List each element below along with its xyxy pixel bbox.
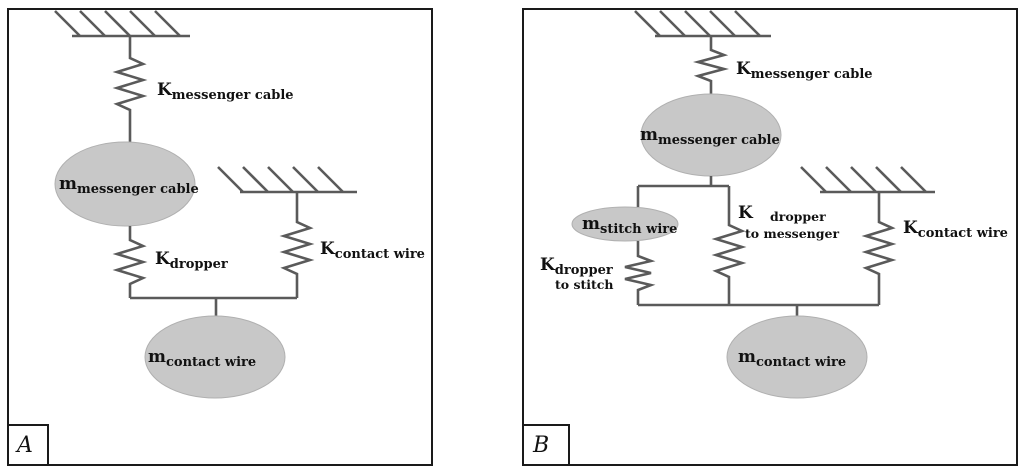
panel-a-tag: A	[15, 433, 33, 458]
panel-a-right-support	[217, 166, 357, 194]
panel-b-m-contact-label: mcontact wire	[738, 347, 846, 370]
panel-b-k-dropper-messenger-line2: to messenger	[745, 226, 839, 241]
panel-b-k-dropper-messenger-main: K	[738, 203, 754, 223]
panel-a-tag-box	[7, 424, 49, 466]
panel-a-contact-spring	[279, 192, 315, 298]
panel-b-m-stitch-label: mstitch wire	[582, 214, 677, 237]
panel-b-dropper-stitch-spring	[624, 241, 656, 305]
panel-b-k-messenger-label: Kmessenger cable	[736, 59, 873, 82]
panel-b-k-dropper-messenger-line1: dropper	[770, 209, 826, 224]
panel-b-messenger-spring	[692, 36, 730, 96]
panel-b: B Kmessenger cable mmessenger cable msti…	[522, 8, 1018, 466]
panel-a-k-messenger-label: Kmessenger cable	[157, 80, 294, 103]
panel-a-contact-mass	[144, 315, 286, 399]
panel-b-tag-box	[522, 424, 570, 466]
panel-b-contact-mass	[726, 315, 868, 399]
panel-b-contact-spring	[861, 192, 897, 305]
panel-b-tag: B	[532, 433, 549, 458]
panel-b-dropper-messenger-spring	[711, 186, 747, 305]
panel-b-top-support	[634, 10, 771, 38]
panel-a-k-dropper-label: Kdropper	[155, 249, 228, 272]
panel-a-m-contact-label: mcontact wire	[148, 347, 256, 370]
panel-a-top-support	[54, 10, 190, 38]
panel-b-k-dropper-stitch-line2: to stitch	[555, 277, 614, 292]
panel-b-m-messenger-label: mmessenger cable	[640, 125, 780, 148]
panel-a-m-messenger-label: mmessenger cable	[59, 174, 199, 197]
panel-b-right-support	[800, 166, 935, 194]
panel-b-k-dropper-stitch-label: Kdropper	[540, 255, 613, 278]
panel-a-messenger-spring	[112, 36, 148, 143]
panel-a-messenger-mass	[54, 141, 196, 227]
panel-a-dropper-spring	[112, 226, 148, 298]
panel-a-k-contact-label: Kcontact wire	[320, 239, 425, 262]
panel-b-k-contact-label: Kcontact wire	[903, 218, 1008, 241]
panel-b-stitch-mass	[571, 206, 679, 242]
panel-a: A Kmessenger cable mmessenger cable Kdro…	[7, 8, 433, 466]
